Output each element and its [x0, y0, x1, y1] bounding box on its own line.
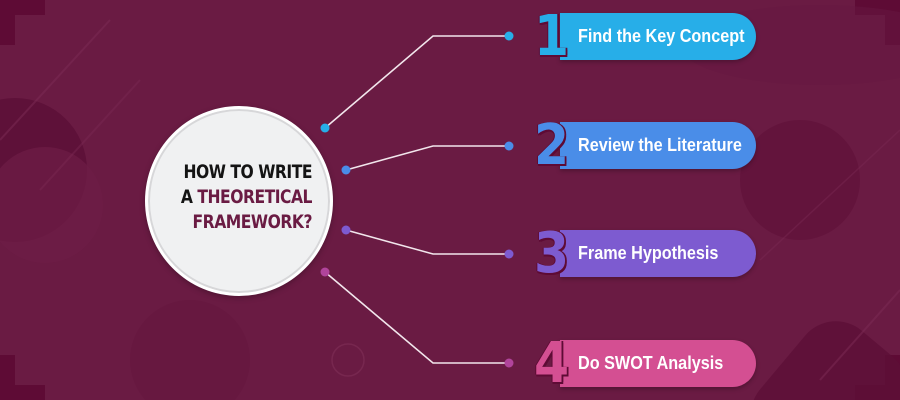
step-pill	[560, 13, 756, 60]
connector-dot	[341, 165, 351, 175]
connector-dot	[504, 31, 514, 41]
step-1: 1 Find the Key Concept	[530, 7, 760, 67]
connector-dot	[504, 249, 514, 259]
title-line-2-prefix: A	[180, 186, 198, 208]
connector-dot	[320, 267, 330, 277]
step-label: Frame Hypothesis	[578, 243, 719, 263]
step-label: Do SWOT Analysis	[578, 353, 724, 373]
step-number: 4	[533, 331, 570, 396]
connector-dot	[504, 358, 514, 368]
title-line-2-accent: THEORETICAL	[197, 186, 312, 208]
connector-dot	[504, 141, 514, 151]
step-number: 3	[533, 221, 570, 286]
title-line-3: FRAMEWORK?	[192, 211, 313, 233]
step-pill	[560, 340, 756, 387]
diagram-title: HOW TO WRITE A THEORETICAL FRAMEWORK?	[179, 160, 313, 235]
step-label: Review the Literature	[578, 135, 742, 155]
title-circle	[145, 106, 333, 296]
step-pill	[560, 122, 756, 169]
step-number: 2	[533, 113, 570, 178]
step-2: 2 Review the Literature	[530, 116, 760, 176]
connector-dot	[341, 225, 351, 235]
step-label: Find the Key Concept	[578, 26, 745, 46]
title-line-1: HOW TO WRITE	[183, 161, 312, 183]
step-number: 1	[533, 4, 570, 69]
step-4: 4 Do SWOT Analysis	[530, 334, 760, 394]
connector-dot	[320, 123, 330, 133]
step-pill	[560, 230, 756, 277]
corner-accent-bottom-left	[0, 355, 15, 400]
step-3: 3 Frame Hypothesis	[530, 224, 760, 284]
